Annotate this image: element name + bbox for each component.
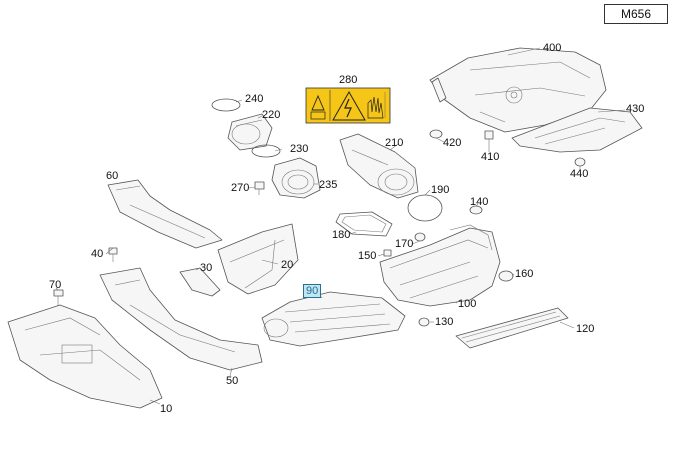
bolt-410-part[interactable]: [484, 130, 494, 147]
warning-triangle-icon: [311, 94, 325, 111]
air-filter-housing-part[interactable]: [379, 224, 501, 307]
callout-400[interactable]: 400: [543, 42, 562, 54]
callout-170[interactable]: 170: [395, 238, 414, 250]
callout-160[interactable]: 160: [515, 268, 534, 280]
air-guide-20-part[interactable]: [217, 223, 299, 295]
seal-ring-190-part[interactable]: [407, 194, 443, 222]
callout-70[interactable]: 70: [49, 279, 62, 291]
intake-duct-210-part[interactable]: [339, 133, 419, 199]
resonator-235-part[interactable]: [271, 157, 321, 199]
callout-420[interactable]: 420: [443, 137, 462, 149]
callout-190[interactable]: 190: [431, 184, 450, 196]
callout-150[interactable]: 150: [358, 250, 377, 262]
cover-plate-part[interactable]: [511, 107, 643, 153]
callout-210[interactable]: 210: [385, 137, 404, 149]
high-voltage-triangle-icon: [332, 90, 366, 121]
filter-element-part[interactable]: [455, 307, 569, 349]
callout-140[interactable]: 140: [470, 196, 489, 208]
hand-warning-icon: [367, 96, 384, 119]
grommet-130-part[interactable]: [418, 317, 430, 327]
callout-220[interactable]: 220: [262, 109, 281, 121]
grommet-420-part[interactable]: [429, 129, 443, 139]
manual-book-icon: [310, 111, 326, 120]
callout-30[interactable]: 30: [200, 262, 213, 274]
intake-duct-90-part[interactable]: [261, 291, 406, 347]
bolt-70-part[interactable]: [53, 289, 64, 306]
model-code-box: M656: [604, 4, 668, 24]
callout-440[interactable]: 440: [570, 168, 589, 180]
frame-50-part[interactable]: [99, 267, 263, 371]
callout-20[interactable]: 20: [281, 259, 294, 271]
callout-180[interactable]: 180: [332, 229, 351, 241]
callout-120[interactable]: 120: [576, 323, 595, 335]
callout-240[interactable]: 240: [245, 93, 264, 105]
engine-cover-part[interactable]: [429, 47, 607, 133]
lower-cover-10-part[interactable]: [7, 304, 163, 409]
callout-430[interactable]: 430: [626, 103, 645, 115]
grommet-440-part[interactable]: [574, 157, 586, 167]
callout-60[interactable]: 60: [106, 170, 119, 182]
bolt-150-part[interactable]: [383, 249, 392, 257]
callout-40[interactable]: 40: [91, 248, 104, 260]
intake-duct-220-part[interactable]: [227, 113, 273, 151]
callout-10[interactable]: 10: [160, 403, 173, 415]
lightning-bolt-icon: [344, 98, 352, 118]
callout-280[interactable]: 280: [339, 74, 358, 86]
warning-label-part[interactable]: [305, 87, 391, 124]
sensor-270-part[interactable]: [254, 181, 265, 195]
gasket-180-part[interactable]: [335, 211, 393, 237]
bracket-30-part[interactable]: [179, 267, 221, 297]
seal-ring-240-part[interactable]: [211, 98, 241, 112]
callout-130[interactable]: 130: [435, 316, 454, 328]
callout-270[interactable]: 270: [231, 182, 250, 194]
callout-50[interactable]: 50: [226, 375, 239, 387]
seal-ring-230-part[interactable]: [251, 144, 281, 158]
clip-170-part[interactable]: [414, 232, 426, 242]
callout-100[interactable]: 100: [458, 298, 477, 310]
callout-90-selected[interactable]: 90: [303, 284, 322, 298]
callout-410[interactable]: 410: [481, 151, 500, 163]
channel-60-part[interactable]: [107, 179, 223, 249]
sleeve-160-part[interactable]: [498, 270, 514, 282]
callout-230[interactable]: 230: [290, 143, 309, 155]
callout-235[interactable]: 235: [319, 179, 338, 191]
